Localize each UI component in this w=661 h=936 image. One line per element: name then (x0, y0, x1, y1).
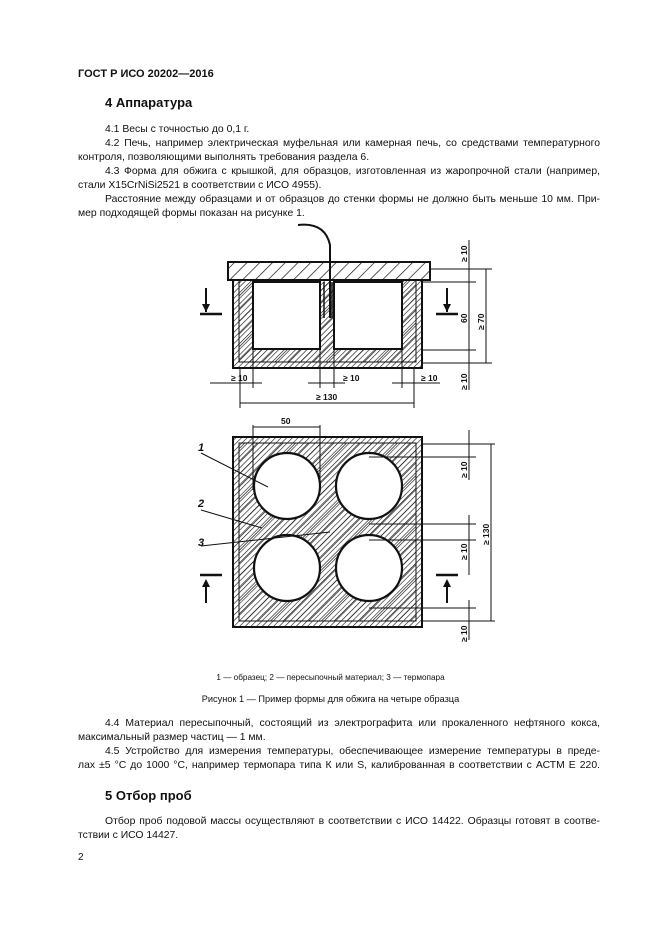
figure-legend: 1 — образец; 2 — пересыпочный материал; … (216, 673, 445, 682)
paragraph-line: максимальный размер частиц — 1 мм. (78, 732, 266, 743)
thermocouple-wire (297, 223, 331, 318)
sample-circle (252, 533, 322, 603)
callout-3: 3 (198, 537, 204, 549)
sample-circle (252, 451, 322, 521)
paragraph-line: тствии с ИСО 14427. (78, 830, 179, 841)
paragraph-line: Расстояние между образцами и от образцов… (105, 194, 600, 205)
dim-gap-top: ≥ 10 (459, 461, 469, 478)
plan-view: 50 ≥ 10 ≥ 10 ≥ 10 ≥ 130 1 2 3 (197, 416, 495, 642)
dim-gap-bottom: ≥ 10 (459, 625, 469, 642)
dim-size: ≥ 130 (481, 524, 491, 545)
paragraph-line: 4.5 Устройство для измерения температуры… (105, 746, 600, 757)
dim-width: ≥ 130 (316, 392, 337, 402)
document-header: ГОСТ Р ИСО 20202—2016 (78, 68, 214, 80)
paragraph-line: контроля, позволяющими выполнять требова… (78, 152, 370, 163)
dim-wall-right: ≥ 10 (421, 373, 438, 383)
dim-lid: ≥ 10 (459, 245, 469, 262)
dim-wall-left: ≥ 10 (231, 373, 248, 383)
dim-gap-mid: ≥ 10 (459, 543, 469, 560)
sample-circle (334, 533, 404, 603)
sample-left (252, 281, 321, 350)
dim-bottom: ≥ 10 (459, 373, 469, 390)
sample-right (333, 281, 403, 350)
section-view: ≥ 10 ≥ 10 ≥ 10 ≥ 130 ≥ 10 60 ≥ 70 ≥ 10 (200, 223, 492, 408)
callout-1: 1 (198, 442, 204, 454)
paragraph-line: мер подходящей формы показан на рисунке … (78, 208, 305, 219)
paragraph-line: Отбор проб подовой массы осуществляют в … (105, 816, 600, 827)
dim-diameter: 50 (281, 416, 291, 426)
dim-total-height: ≥ 70 (476, 313, 486, 330)
dim-inner-height: 60 (459, 313, 469, 323)
paragraph-line: лах ±5 °С до 1000 °С, например термопара… (78, 760, 600, 771)
paragraph-line: 4.2 Печь, например электрическая муфельн… (105, 138, 600, 149)
paragraph-line: стали X15CrNiSi2521 в соответствии с ИСО… (78, 180, 322, 191)
section-4-heading: 4 Аппаратура (105, 95, 193, 110)
page-number: 2 (78, 852, 84, 863)
paragraph-line: 4.1 Весы с точностью до 0,1 г. (105, 124, 250, 135)
callout-2: 2 (197, 498, 204, 510)
lid (227, 261, 431, 281)
paragraph-line: 4.4 Материал пересыпочный, состоящий из … (105, 718, 600, 729)
sample-circle (334, 451, 404, 521)
dim-wall-mid: ≥ 10 (343, 373, 360, 383)
section-5-heading: 5 Отбор проб (105, 788, 192, 803)
paragraph-line: 4.3 Форма для обжига с крышкой, для обра… (105, 166, 600, 177)
figure-caption: Рисунок 1 — Пример формы для обжига на ч… (201, 694, 460, 704)
